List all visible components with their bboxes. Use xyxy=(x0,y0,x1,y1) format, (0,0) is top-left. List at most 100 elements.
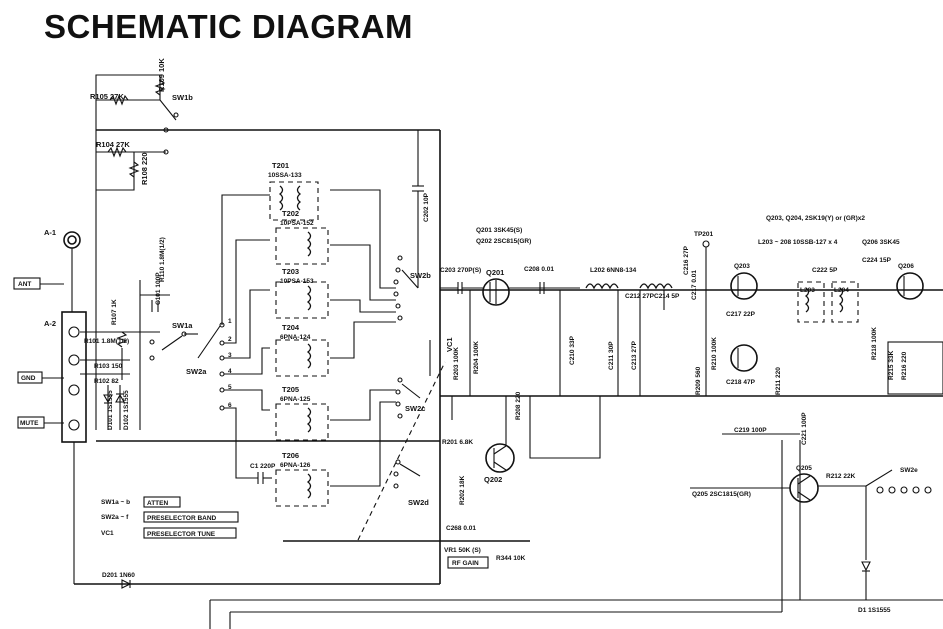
q202-emitter xyxy=(493,461,507,471)
sw2a-pos-5: 5 xyxy=(228,384,232,391)
label-c214: C214 5P xyxy=(654,293,680,300)
label-r209: R209 560 xyxy=(695,366,702,395)
label-c216: C216 27P xyxy=(683,245,690,275)
sw2a-contact-3 xyxy=(219,355,225,361)
label-l204: L204 xyxy=(834,287,849,294)
label-t201-part: 10SSA-133 xyxy=(268,172,302,179)
legend-vc1-box xyxy=(143,527,237,539)
q205-body xyxy=(789,473,819,503)
terminal-screw-4 xyxy=(68,419,80,431)
label-sw1b: SW1b xyxy=(172,93,193,102)
label-coil-note: L203 ~ 208 10SSB-127 x 4 xyxy=(758,239,838,246)
transformer-t201 xyxy=(269,181,319,221)
sw2b-contact-3 xyxy=(393,279,399,285)
r105-loop xyxy=(95,74,161,430)
sw2a-pos-1: 1 xyxy=(228,318,232,325)
label-sw2e: SW2e xyxy=(900,467,918,474)
label-c213: C213 27P xyxy=(631,340,638,370)
terminal-screw-3 xyxy=(68,384,80,396)
legend-sw2-box xyxy=(143,511,239,523)
label-q205-heading: Q205 2SC1815(GR) xyxy=(692,491,751,498)
sw2b-arm xyxy=(401,269,419,289)
r108-line xyxy=(96,152,135,191)
q206-body xyxy=(896,272,924,300)
label-a1: A-1 xyxy=(44,228,56,237)
t205-shield xyxy=(275,403,329,441)
label-sw2d: SW2d xyxy=(408,498,429,507)
sw1a-arm xyxy=(161,335,183,351)
label-c224: C224 15P xyxy=(862,257,892,264)
label-l203: L203 xyxy=(800,287,815,294)
label-r203: R203 100K xyxy=(453,347,460,380)
label-c218: C218 47P xyxy=(726,379,756,386)
ant-terminal-label: ANT xyxy=(18,281,31,288)
t206-shield xyxy=(275,469,329,507)
sw2c-arm xyxy=(401,383,421,399)
label-c217: C217 0.01 xyxy=(691,270,698,300)
label-t201: T201 xyxy=(272,161,289,170)
l204-coil xyxy=(838,287,844,313)
label-d201: D201 1N60 xyxy=(102,572,135,579)
label-c222: C222 5P xyxy=(812,267,838,274)
label-c208: C208 0.01 xyxy=(524,266,554,273)
label-sw2c: SW2c xyxy=(405,404,425,413)
sw1a-contact-2 xyxy=(149,339,155,345)
q202-body xyxy=(485,443,515,473)
sw2b-contact-4 xyxy=(393,291,399,297)
label-c219: C219 100P xyxy=(734,427,767,434)
transformer-t206 xyxy=(275,469,329,507)
q203-body xyxy=(730,272,758,300)
label-r208: R208 220 xyxy=(515,391,522,420)
vc1-gang-link xyxy=(357,361,446,541)
q202-transistor xyxy=(485,443,515,473)
rf-gain-box xyxy=(447,556,489,569)
label-l202: L202 6NN8-134 xyxy=(590,267,637,274)
label-r215: R215 33K xyxy=(888,350,895,380)
wire-t201 xyxy=(221,194,270,325)
label-d102: D102 1S1555 xyxy=(123,390,130,430)
l203-coil xyxy=(804,287,810,313)
legend-sw2-name: SW2a ~ f xyxy=(101,514,129,521)
label-r101: R101 1.8M(1/2) xyxy=(84,338,129,345)
label-c217b: C217 22P xyxy=(726,311,756,318)
t202-shield xyxy=(275,227,329,265)
transformer-t204 xyxy=(275,339,329,377)
sw2a-contact-4 xyxy=(219,371,225,377)
q206-bias-block xyxy=(887,341,943,395)
label-q201: Q201 xyxy=(486,268,504,277)
wire-t202 xyxy=(224,239,270,344)
sw2d-contact-1 xyxy=(395,459,401,465)
label-r218: R218 100K xyxy=(871,327,878,360)
sw2a-contact-2 xyxy=(219,340,225,346)
t201-shield xyxy=(269,181,319,221)
sw2c-contact-2 xyxy=(395,389,401,395)
label-c212: C212 27P xyxy=(625,293,655,300)
sw2a-contact-6 xyxy=(219,405,225,411)
sw2e-contact-3 xyxy=(900,486,908,494)
label-t205-part: 6PNA-125 xyxy=(280,396,311,403)
l202-coil-1 xyxy=(585,283,619,290)
trim-wire-6 xyxy=(330,401,396,487)
label-r201: R201 6.8K xyxy=(442,439,473,446)
label-t203-part: 10PSA-153 xyxy=(280,278,314,285)
sw1b-arm xyxy=(159,99,177,121)
wire-t206 xyxy=(224,407,258,479)
label-r102: R102 82 xyxy=(94,378,119,385)
transformer-t205 xyxy=(275,403,329,441)
trim-wire-2 xyxy=(330,244,396,301)
label-vc1: VC1 xyxy=(445,337,454,352)
label-r104: R104 27K xyxy=(96,140,130,149)
label-q202-heading: Q202 2SC815(GR) xyxy=(476,238,531,245)
label-d1: D1 1S1555 xyxy=(858,607,891,614)
transformer-t202 xyxy=(275,227,329,265)
label-r103: R103 150 xyxy=(94,363,123,370)
q205-emitter xyxy=(797,491,811,501)
label-q201-heading: Q201 3SK45(S) xyxy=(476,227,522,234)
r108-resistor xyxy=(128,161,140,178)
q202-emitter-loop xyxy=(529,396,601,459)
trim-wire-3 xyxy=(330,299,396,313)
tp201-point xyxy=(702,240,710,248)
label-q203: Q203 xyxy=(734,263,750,270)
label-t206: T206 xyxy=(282,451,299,460)
